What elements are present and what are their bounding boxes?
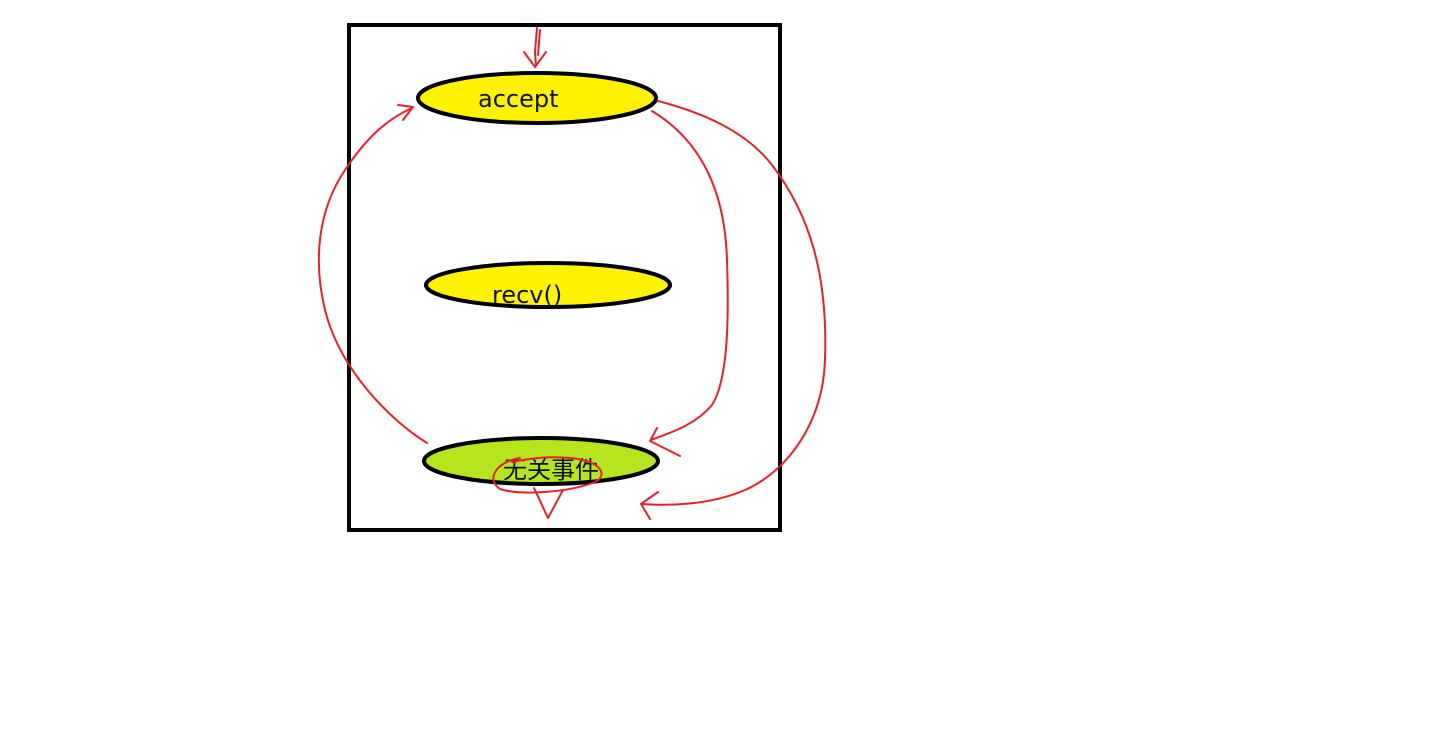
node-accept: accept <box>416 71 658 125</box>
arrow-entry-to-accept <box>523 27 547 68</box>
arrow-unrelated-to-accept <box>317 104 428 444</box>
node-accept-shape <box>416 71 658 125</box>
node-accept-label: accept <box>478 85 559 113</box>
node-unrelated-event: 无关事件 <box>422 436 660 486</box>
node-recv-label: recv() <box>492 281 562 309</box>
diagram-frame <box>347 23 782 532</box>
node-recv: recv() <box>424 261 672 309</box>
arrow-unrelated-self-loop <box>492 456 603 519</box>
node-unrelated-event-shape <box>422 436 660 486</box>
arrow-accept-to-unrelated-outer <box>640 100 827 520</box>
arrow-accept-to-unrelated-inner <box>649 110 729 457</box>
node-recv-shape <box>424 261 672 309</box>
